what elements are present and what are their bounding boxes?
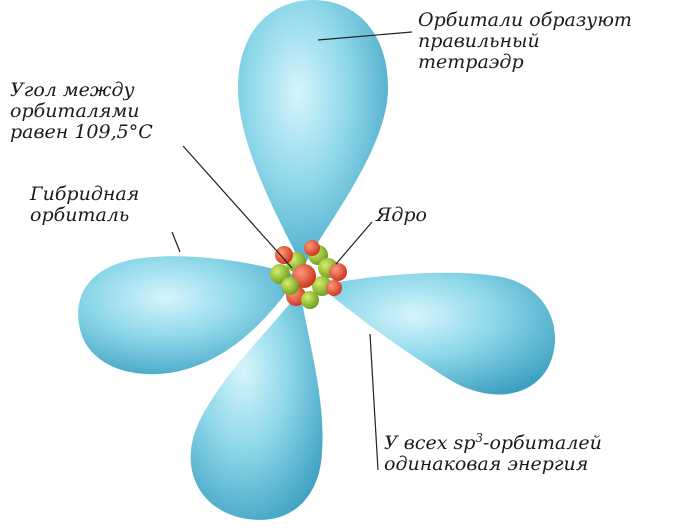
label-energy-line2: одинаковая энергия (384, 454, 602, 475)
label-angle-line1: Угол между (10, 80, 153, 101)
label-energy-pre: У всех sp (384, 432, 475, 454)
label-nucleus: Ядро (376, 205, 427, 226)
proton (275, 246, 293, 264)
label-energy-line1: У всех sp3-орбиталей (384, 433, 602, 454)
leader-line-energy (370, 334, 378, 470)
label-tetrahedron-line2: правильный (418, 31, 632, 52)
label-hybrid-line1: Гибридная (30, 184, 139, 205)
label-hybrid-orbital: Гибридная орбиталь (30, 184, 139, 226)
label-nucleus-text: Ядро (376, 205, 427, 226)
orbital-lobe-right (320, 273, 555, 395)
label-tetrahedron: Орбитали образуют правильный тетраэдр (418, 10, 632, 73)
leader-line-hybrid (172, 232, 180, 252)
proton (304, 240, 320, 256)
proton (326, 280, 342, 296)
neutron (281, 277, 299, 295)
label-hybrid-line2: орбиталь (30, 205, 139, 226)
label-energy-post: -орбиталей (483, 432, 602, 454)
leader-line-nucleus (336, 222, 372, 264)
label-energy-sup: 3 (475, 431, 483, 445)
orbital-lobe-top (238, 0, 388, 268)
label-equal-energy: У всех sp3-орбиталей одинаковая энергия (384, 433, 602, 475)
label-angle-line2: орбиталями (10, 101, 153, 122)
label-tetrahedron-line3: тетраэдр (418, 52, 632, 73)
neutron (301, 291, 319, 309)
proton (329, 263, 347, 281)
label-tetrahedron-line1: Орбитали образуют (418, 10, 632, 31)
label-angle-line3: равен 109,5°С (10, 122, 153, 143)
label-angle: Угол между орбиталями равен 109,5°С (10, 80, 153, 143)
